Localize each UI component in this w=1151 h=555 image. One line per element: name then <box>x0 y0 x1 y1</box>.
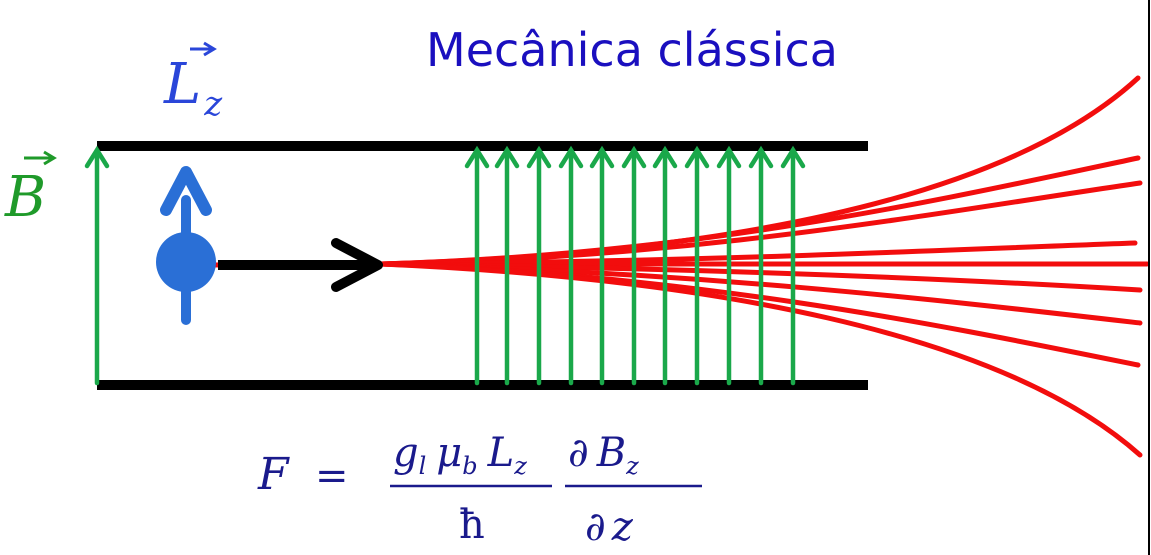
trajectory-line <box>377 261 1143 458</box>
field-line <box>526 145 552 386</box>
angular-momentum-symbol: Lz <box>163 52 223 124</box>
magnetic-field-label: B <box>4 150 57 230</box>
trajectory-line <box>377 240 1138 267</box>
field-line <box>464 145 490 386</box>
velocity-arrow-icon <box>218 238 383 292</box>
field-line <box>652 145 678 386</box>
angular-momentum-label: Lz <box>163 41 223 124</box>
field-line <box>558 145 584 386</box>
diagram-title: Mecânica clássica <box>426 23 838 77</box>
particle-body <box>156 232 216 292</box>
field-line <box>684 145 710 386</box>
field-line <box>589 145 615 386</box>
vector-arrowhead-icon <box>43 150 57 166</box>
magnetic-field-symbol: B <box>4 165 46 230</box>
field-lines <box>84 145 806 386</box>
field-line <box>716 145 742 386</box>
formula-numerator-2: ∂Bz <box>568 430 639 480</box>
formula-lhs: F <box>257 449 290 500</box>
field-line <box>84 145 110 386</box>
field-line <box>748 145 774 386</box>
trajectory-line <box>377 261 1143 293</box>
trajectory-fan <box>207 75 1150 458</box>
vector-arrowhead-icon <box>203 41 217 57</box>
field-line <box>621 145 647 386</box>
formula-equals: = <box>315 453 349 499</box>
formula-denominator-2: ∂z <box>585 504 634 550</box>
field-line <box>494 145 520 386</box>
field-line <box>780 145 806 386</box>
formula-denominator-1: ħ <box>459 502 485 548</box>
trajectory-line <box>377 180 1143 267</box>
spin-arrow-icon <box>160 166 212 216</box>
spinning-particle-icon <box>156 166 216 325</box>
